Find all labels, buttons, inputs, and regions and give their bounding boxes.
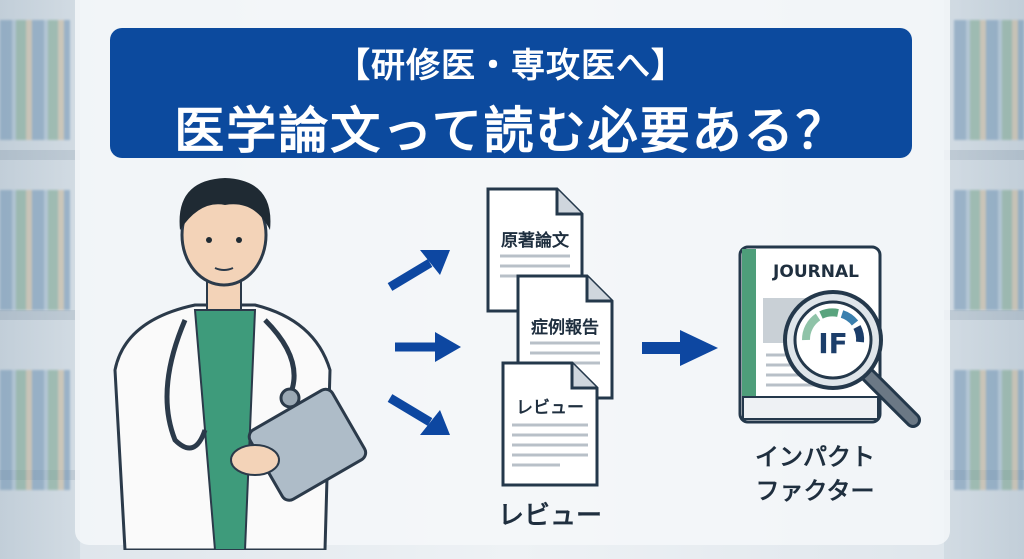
document-label: レビュー (516, 398, 584, 418)
books (0, 190, 70, 310)
impact-factor-caption: インパクト ファクター (745, 440, 885, 508)
arrow-right-icon (395, 332, 461, 362)
document-review: レビュー (500, 360, 600, 488)
books (954, 20, 1024, 140)
arrow-up-right-icon (387, 250, 450, 291)
doctor-illustration (113, 178, 368, 550)
title-banner: 【研修医・専攻医へ】 医学論文って読む必要ある？ (110, 28, 912, 160)
journal-cover-title: JOURNAL (773, 262, 859, 282)
books (954, 190, 1024, 310)
title-heading: 医学論文って読む必要ある？ (174, 102, 848, 160)
books (954, 370, 1024, 490)
journal-book-illustration (738, 245, 921, 428)
document-label: 原著論文 (501, 231, 569, 251)
books (0, 20, 70, 140)
title-subheading: 【研修医・専攻医へ】 (336, 46, 686, 86)
document-icon (501, 361, 599, 487)
document-label: 症例報告 (531, 318, 599, 338)
caption-line: インパクト (755, 443, 875, 471)
arrow-right-icon (642, 330, 718, 366)
documents-caption: レビュー (497, 501, 602, 531)
caption-line: ファクター (755, 477, 875, 505)
impact-factor-badge: IF (818, 327, 848, 360)
arrow-down-right-icon (387, 394, 450, 435)
books (0, 370, 70, 490)
